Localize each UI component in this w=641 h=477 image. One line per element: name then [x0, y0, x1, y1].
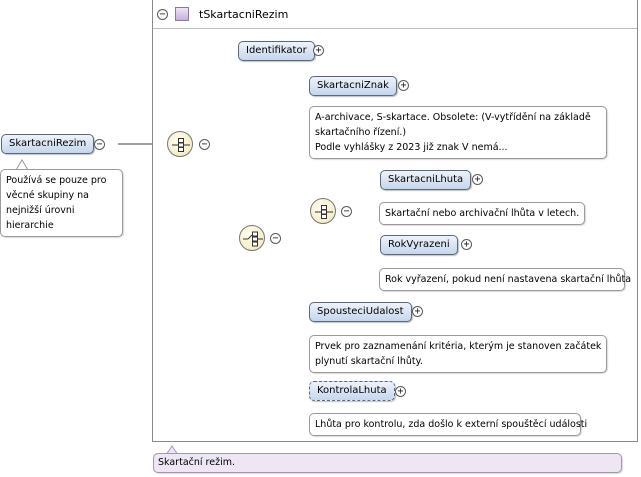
- type-annotation: Skartační režim.: [153, 453, 622, 473]
- skartacnirezim-annotation: Používá se pouze pro věcné skupiny na ne…: [0, 169, 123, 237]
- rokvyrazeni-expand-toggle[interactable]: +: [461, 239, 472, 250]
- sequence-toggle[interactable]: −: [199, 139, 210, 150]
- rokvyrazeni-annotation: Rok vyřazení, pokud není nastavena skart…: [379, 268, 631, 291]
- element-skartacnirezim[interactable]: SkartacniRezim: [1, 134, 95, 154]
- choice-compositor-icon: [239, 225, 265, 251]
- kontrolalhuta-annotation: Lhůta pro kontrolu, zda došlo k externí …: [309, 413, 587, 436]
- kontrolalhuta-expand-toggle[interactable]: +: [395, 386, 406, 397]
- element-skartacnilhuta[interactable]: SkartacniLhuta: [380, 170, 472, 190]
- inner-sequence-toggle[interactable]: −: [341, 206, 352, 217]
- complex-type-icon: [175, 7, 189, 21]
- skartacnirezim-toggle[interactable]: −: [94, 139, 105, 150]
- note-pointer-root: [15, 159, 29, 171]
- skartacnilhuta-expand-toggle[interactable]: +: [472, 174, 483, 185]
- type-header: [153, 1, 637, 29]
- element-identifikator[interactable]: Identifikator: [238, 41, 315, 61]
- inner-sequence-compositor-icon: [310, 198, 336, 224]
- identifikator-expand-toggle[interactable]: +: [313, 45, 324, 56]
- type-collapse-toggle[interactable]: −: [157, 9, 168, 20]
- element-spousteciudalost[interactable]: SpousteciUdalost: [309, 302, 412, 322]
- choice-toggle[interactable]: −: [270, 233, 281, 244]
- type-title: tSkartacniRezim: [199, 8, 289, 21]
- skartacnilhuta-annotation: Skartační nebo archivační lhůta v letech…: [379, 202, 585, 225]
- skartacniznak-expand-toggle[interactable]: +: [398, 80, 409, 91]
- element-rokvyrazeni[interactable]: RokVyrazeni: [380, 235, 458, 255]
- spousteciudalost-annotation: Prvek pro zaznamenání kritéria, kterým j…: [309, 335, 607, 373]
- spousteciudalost-expand-toggle[interactable]: +: [412, 306, 423, 317]
- sequence-compositor-icon: [167, 131, 193, 157]
- element-kontrolalhuta[interactable]: KontrolaLhuta: [309, 381, 395, 401]
- note-pointer-type: [165, 445, 179, 456]
- skartacniznak-annotation: A-archivace, S-skartace. Obsolete: (V-vy…: [309, 106, 607, 159]
- element-skartacniznak[interactable]: SkartacniZnak: [309, 76, 397, 96]
